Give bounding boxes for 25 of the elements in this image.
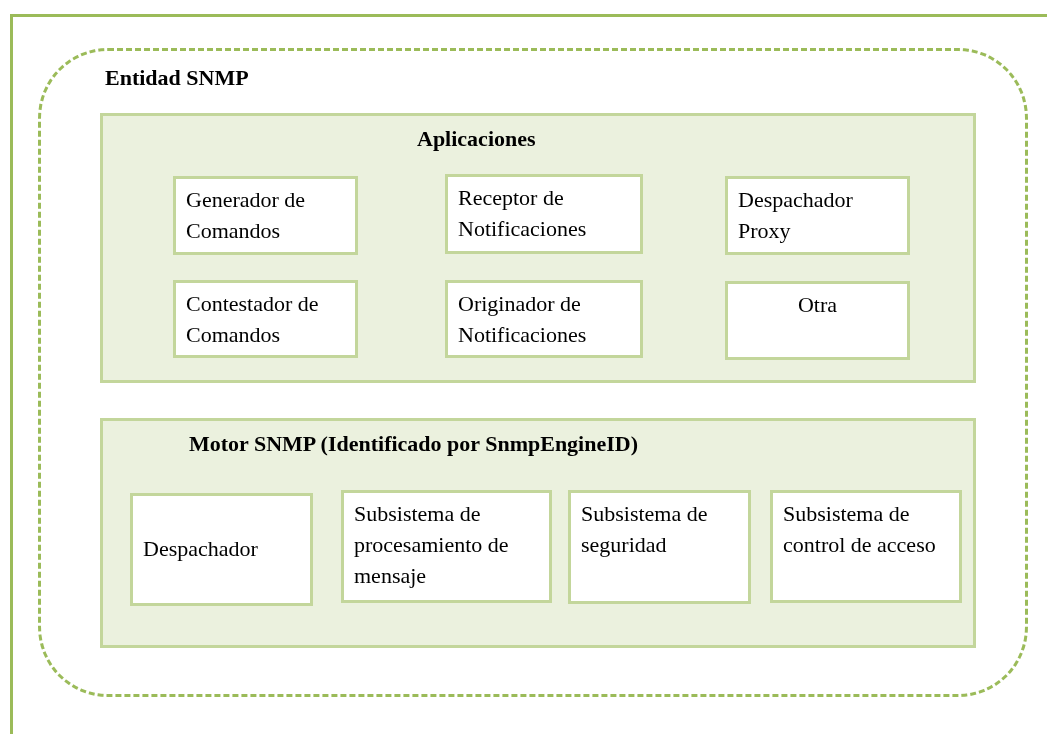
component-box xyxy=(725,176,910,255)
box-label: Despachador xyxy=(143,535,258,564)
component-box xyxy=(130,493,313,606)
group-title: Motor SNMP (Identificado por SnmpEngineID) xyxy=(189,431,638,457)
component-box xyxy=(341,490,552,603)
box-label: Otra xyxy=(797,291,838,319)
box-label: Despachador Proxy xyxy=(738,186,854,245)
component-box xyxy=(445,280,643,358)
group-title: Aplicaciones xyxy=(417,126,536,152)
component-box xyxy=(445,174,643,254)
component-box xyxy=(725,281,910,360)
box-label: Receptor de Notificaciones xyxy=(458,184,588,243)
box-label: Subsistema de seguridad xyxy=(581,500,709,559)
box-label: Subsistema de control de acceso xyxy=(783,500,937,559)
group-title: Entidad SNMP xyxy=(105,65,249,91)
box-label: Contestador de Comandos xyxy=(186,290,320,349)
container-panel xyxy=(100,113,976,383)
component-box xyxy=(568,490,751,604)
component-box xyxy=(770,490,962,603)
box-label: Subsistema de procesamiento de mensaje xyxy=(354,500,510,590)
container-panel xyxy=(100,418,976,648)
component-box xyxy=(173,176,358,255)
box-label: Originador de Notificaciones xyxy=(458,290,588,349)
box-label: Generador de Comandos xyxy=(186,186,307,245)
component-box xyxy=(173,280,358,358)
